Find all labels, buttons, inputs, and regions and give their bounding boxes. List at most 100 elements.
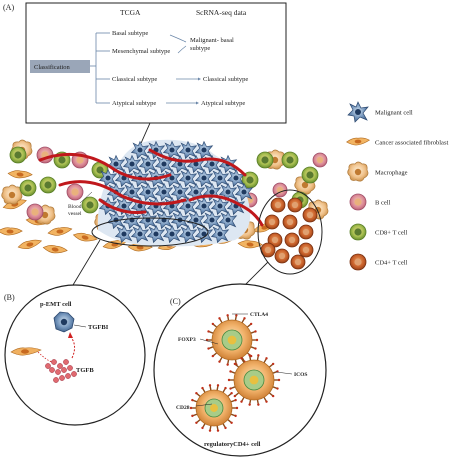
tgfb-particle xyxy=(45,363,51,369)
malignant-cell xyxy=(194,168,214,188)
malignant-cell xyxy=(138,182,158,202)
panel-a: (A) TCGA ScRNA-seq data Classification B… xyxy=(3,2,287,124)
header-tcga: TCGA xyxy=(120,8,141,17)
malignant-cell xyxy=(114,196,134,216)
fibroblast xyxy=(7,170,33,179)
malignant-cell xyxy=(202,210,222,230)
tissue-scene: Blood vessel xyxy=(0,139,329,275)
ctla4-label: CTLA4 xyxy=(250,312,268,318)
tgfbi-pointer xyxy=(73,324,87,328)
cd4-t-cell xyxy=(282,214,298,230)
cd4-t-cell xyxy=(349,253,367,271)
tgfb-particle xyxy=(51,359,57,365)
cd4-t-cell xyxy=(274,248,290,264)
connector-b xyxy=(69,239,101,291)
subtype-basal: Basal subtype xyxy=(112,30,148,37)
malignant-cell xyxy=(218,210,238,230)
cd8-t-cell xyxy=(81,196,99,214)
malignant-cell xyxy=(114,224,134,244)
classification-tree xyxy=(90,32,110,104)
blood-vessel-pointer xyxy=(79,191,93,204)
malignant-cell xyxy=(178,224,198,244)
legend-label: CD4+ T cell xyxy=(375,260,408,267)
cd28-pointer xyxy=(195,403,213,407)
cd4-t-cell xyxy=(264,214,280,230)
blood-vessel-label-line1: Blood xyxy=(68,204,82,210)
malignant-cell xyxy=(210,168,230,188)
scrna-malignant-line2: subtype xyxy=(190,45,210,52)
cd8-t-cell xyxy=(19,179,37,197)
tgfb-label: TGFB xyxy=(76,367,94,374)
b-cell xyxy=(26,203,44,221)
cd8-t-cell xyxy=(281,151,299,169)
arrow-mesenchymal xyxy=(177,45,187,54)
pemt-title: p-EMT cell xyxy=(40,301,72,308)
cd4-t-cell xyxy=(270,197,286,213)
malignant-cell xyxy=(154,182,174,202)
fibroblast-icon xyxy=(346,137,370,146)
subtype-classical: Classical subtype xyxy=(112,76,157,83)
arrow-basal xyxy=(169,34,187,43)
cd4-t-cell xyxy=(287,197,303,213)
scrna-malignant-line1: Malignant- basal xyxy=(190,37,234,44)
macrophage-icon xyxy=(347,161,369,182)
malignant-cell xyxy=(138,154,158,174)
panel-c-label: (C) xyxy=(170,297,181,306)
regulatory-cd4-cell xyxy=(189,384,239,432)
malignant-cell xyxy=(194,224,214,244)
panel-a-label: (A) xyxy=(3,3,14,12)
panel-c: (C) CTLA4 FOXP3 ICOS CD28 regulatoryCD4+… xyxy=(153,283,327,457)
tgfb-particle xyxy=(63,359,69,365)
secretion-path xyxy=(37,351,53,363)
zoom-ellipse-b xyxy=(91,217,209,247)
regulatory-cd4-cell xyxy=(227,354,281,406)
fibroblast xyxy=(47,227,73,236)
legend-label: Macrophage xyxy=(375,170,408,177)
pemt-cell-icon xyxy=(53,311,75,333)
cd4-t-cell xyxy=(298,242,314,258)
malignant-cell xyxy=(146,224,166,244)
cd4-t-cell-icon xyxy=(349,253,367,271)
cd8-t-cell xyxy=(349,223,367,241)
fibroblast xyxy=(42,245,68,254)
subtype-mesenchymal: Mesenchymal subtype xyxy=(112,48,170,55)
tgfb-particle xyxy=(65,373,71,379)
regulatory-cd4-cell xyxy=(205,314,259,366)
scrna-atypical: Atypical subtype xyxy=(201,100,245,107)
cd4-t-cell xyxy=(290,254,306,270)
foxp3-pointer xyxy=(199,338,219,345)
icos-label: ICOS xyxy=(294,372,307,378)
cd4-t-cell xyxy=(302,207,318,223)
arrow-atypical-head xyxy=(196,101,199,105)
arrow-classical-head xyxy=(198,77,201,81)
malignant-cell xyxy=(186,210,206,230)
b-cell-icon xyxy=(349,193,367,211)
scrna-classical: Classical subtype xyxy=(203,76,248,83)
tgfb-particle xyxy=(49,367,55,373)
blood-vessels xyxy=(38,148,264,227)
legend-item: Cancer associated fibroblast xyxy=(346,137,448,147)
malignant-cell xyxy=(122,154,142,174)
b-cell xyxy=(66,183,84,201)
malignant-cell-icon xyxy=(347,101,369,123)
classification-label: Classification xyxy=(34,64,70,71)
legend-item: CD4+ T cell xyxy=(349,253,408,271)
macrophage xyxy=(1,184,23,205)
malignant-cell xyxy=(130,140,150,160)
tgfb-particle xyxy=(53,377,59,383)
malignant-cell xyxy=(234,182,254,202)
fibroblast xyxy=(72,232,98,242)
tgfbi-label: TGFBI xyxy=(88,324,109,331)
fibroblast xyxy=(0,227,23,236)
malignant-cell xyxy=(178,168,198,188)
fibroblast xyxy=(17,239,43,250)
b-cell xyxy=(312,152,328,168)
header-scrna: ScRNA-seq data xyxy=(196,8,247,17)
malignant-cell xyxy=(130,224,150,244)
malignant-cell xyxy=(162,224,182,244)
tgfb-particle xyxy=(59,375,65,381)
blood-vessel-label-line2: vessel xyxy=(68,211,82,217)
cd28-label: CD28 xyxy=(176,405,190,411)
fibroblast xyxy=(346,137,370,146)
